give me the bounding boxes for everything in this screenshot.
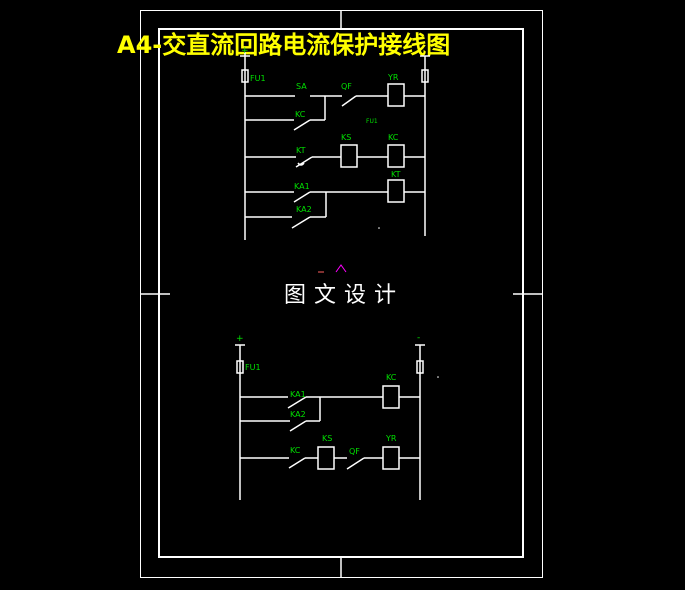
bottom-kc-coil-label: KC: [386, 373, 397, 382]
bottom-qf-label: QF: [349, 447, 360, 456]
ks-coil-top: [340, 144, 358, 168]
top-fuse-left-label: FU1: [250, 74, 266, 83]
kc-coil-top: [387, 144, 405, 168]
top-kt-coil-label: KT: [391, 170, 401, 179]
stray-dot: [378, 227, 380, 229]
fuse-right-symbol: [421, 69, 429, 83]
bottom-circuit-labels: + - FU1 KA1 KA2 KC KC KS QF YR: [236, 333, 420, 456]
top-qf-label: QF: [341, 82, 352, 91]
watermark-text: 图文设计: [284, 283, 404, 308]
bottom-fuse-left-symbol: [236, 360, 244, 374]
bottom-ka2-label: KA2: [290, 410, 306, 419]
top-kc-contact-label: KC: [295, 110, 306, 119]
yr-coil-bottom: [382, 446, 400, 470]
top-circuit-labels: + FU1 FU1 SA QF YR KC KS KC KT KA1 KA2 K…: [241, 46, 401, 214]
bottom-fuse-right-symbol: [416, 360, 424, 374]
bottom-kc-contact-label: KC: [290, 446, 301, 455]
bottom-plus-label: +: [236, 334, 244, 344]
top-plus-label: +: [241, 46, 249, 56]
top-ks-label: KS: [341, 133, 351, 142]
kc-coil-bottom: [382, 385, 400, 409]
bottom-circuit: [235, 344, 425, 500]
top-circuit: [240, 52, 430, 240]
top-kt-contact-label: KT: [296, 146, 306, 155]
bottom-fuse-left-label: FU1: [245, 363, 261, 372]
ks-coil-bottom: [317, 446, 335, 470]
bottom-ka1-label: KA1: [290, 390, 306, 399]
bottom-yr-label: YR: [385, 434, 397, 443]
top-ka2-label: KA2: [296, 205, 312, 214]
top-kc-coil-label: KC: [388, 133, 399, 142]
insert-marker: [318, 264, 347, 273]
kt-coil-top: [387, 179, 405, 203]
fuse-left-symbol: [241, 69, 249, 83]
top-yr-label: YR: [387, 73, 399, 82]
top-ka1-label: KA1: [294, 182, 310, 191]
top-fuse-mid-label: FU1: [366, 118, 378, 125]
centre-marks: [140, 10, 542, 577]
top-sa-label: SA: [296, 82, 307, 91]
stray-dot: [437, 376, 439, 378]
bottom-ks-label: KS: [322, 434, 332, 443]
drawing-title: A4-交直流回路电流保护接线图: [117, 31, 450, 59]
bottom-minus-label: -: [417, 333, 420, 343]
yr-coil-top: [387, 83, 405, 107]
